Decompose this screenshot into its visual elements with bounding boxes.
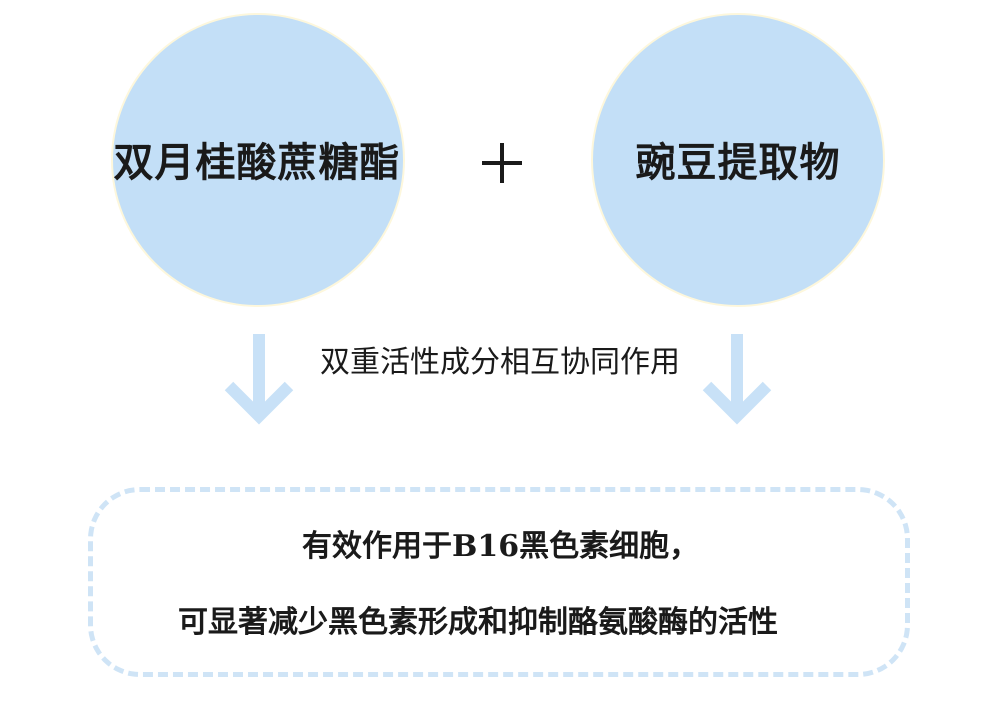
ingredient-circle-left: [111, 13, 405, 307]
down-arrow-icon: [702, 334, 772, 425]
ingredient-circle-right: [591, 13, 885, 307]
synergy-caption: 双重活性成分相互协同作用: [320, 345, 680, 380]
down-arrow-icon: [224, 334, 294, 425]
result-dashed-box: [88, 487, 910, 677]
result-line-1: 有效作用于B16黑色素细胞，: [302, 529, 700, 564]
result-line-2: 可显著减少黑色素形成和抑制酪氨酸酶的活性: [178, 605, 778, 640]
plus-icon: [482, 143, 522, 183]
ingredient-left-label: 双月桂酸蔗糖酯: [113, 139, 401, 186]
ingredient-right-label: 豌豆提取物: [635, 139, 841, 186]
